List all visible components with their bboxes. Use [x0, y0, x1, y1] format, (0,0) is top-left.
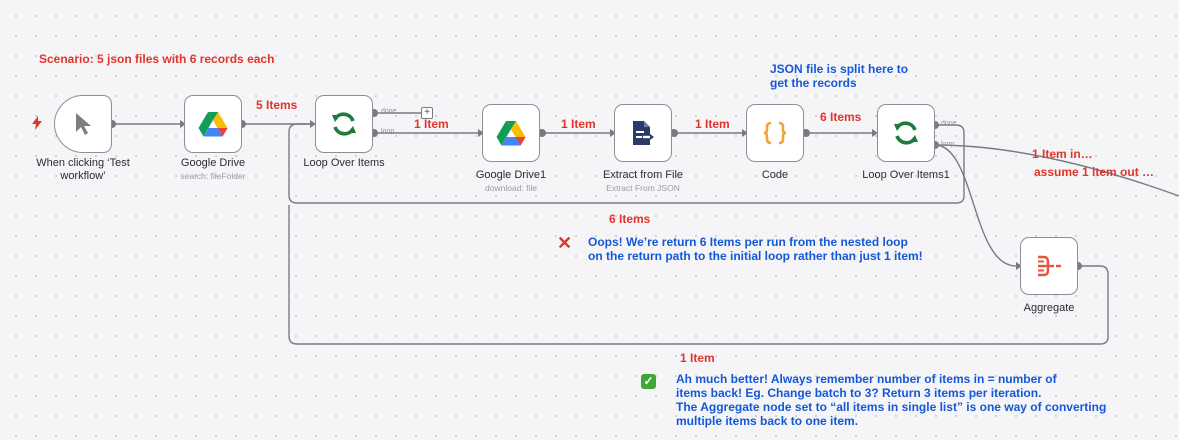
- loop-loop-port-label: loop: [381, 128, 395, 135]
- google-drive-label: Google Drive: [180, 157, 246, 169]
- trigger-node-label: When clicking ‘Test workflow’: [18, 157, 148, 183]
- aggregate-icon: [1038, 255, 1061, 277]
- split-note: JSON file is split here to get the recor…: [770, 62, 908, 90]
- item-in-note: 1 Item in…: [1032, 147, 1093, 161]
- edge-count-extract-to-code: 1 Item: [695, 117, 730, 131]
- aggregate-label: Aggregate: [1023, 302, 1075, 314]
- better-note-line: The Aggregate node set to “all items in …: [676, 400, 1107, 414]
- edge-count-code-to-loop1: 6 Items: [820, 110, 862, 124]
- loop-arrows-icon: [332, 112, 356, 136]
- oops-note: Oops! We’re return 6 Items per run from …: [588, 235, 923, 263]
- edge-count-aggregate-return: 1 Item: [680, 351, 715, 365]
- google-drive-node[interactable]: [184, 95, 242, 153]
- extract-from-file-label: Extract from File: [602, 169, 684, 181]
- better-note-line: Ah much better! Always remember number o…: [676, 372, 1057, 386]
- item-out-note: assume 1 item out …: [1034, 165, 1155, 179]
- edge-count-loop-to-drive1: 1 Item: [414, 117, 449, 131]
- split-note-line: JSON file is split here to: [770, 62, 909, 76]
- extract-from-file-sub: Extract From JSON: [606, 183, 680, 193]
- oops-note-line: on the return path to the initial loop r…: [588, 249, 923, 263]
- extract-from-file-node[interactable]: [614, 104, 672, 162]
- edge-count-drive-to-loop: 5 Items: [256, 98, 298, 112]
- lightning-bolt-icon: [32, 116, 42, 130]
- red-cross-icon: ✕: [557, 233, 573, 253]
- trigger-node[interactable]: [54, 95, 112, 153]
- loop-arrows-icon: [894, 121, 918, 145]
- green-checkmark-icon: ✓: [641, 374, 656, 389]
- google-drive1-label: Google Drive1: [475, 169, 547, 181]
- google-drive1-node[interactable]: [482, 104, 540, 162]
- loop-over-items1-label: Loop Over Items1: [862, 169, 950, 181]
- google-drive-icon: [496, 120, 526, 145]
- better-note-line: multiple items back to one item.: [676, 414, 859, 428]
- loop-over-items1-node[interactable]: [877, 104, 935, 162]
- better-note: Ah much better! Always remember number o…: [676, 372, 1106, 428]
- google-drive-sub: search: fileFolder: [180, 171, 246, 181]
- google-drive-icon: [198, 111, 228, 136]
- trigger-label-line: workflow’: [60, 170, 106, 182]
- loop-done-port-label: done: [381, 108, 397, 115]
- edge-count-drive1-to-extract: 1 Item: [561, 117, 596, 131]
- code-node[interactable]: [746, 104, 804, 162]
- loop-over-items-label: Loop Over Items: [303, 157, 385, 169]
- code-label: Code: [761, 169, 789, 181]
- google-drive1-sub: download: file: [485, 183, 537, 193]
- split-note-line: get the records: [770, 76, 857, 90]
- oops-note-line: Oops! We’re return 6 Items per run from …: [588, 235, 908, 249]
- loop1-loop-port-label: loop: [941, 141, 955, 148]
- add-node-button[interactable]: +: [421, 107, 433, 119]
- curly-braces-icon: [763, 121, 787, 145]
- loop-over-items-node[interactable]: [315, 95, 373, 153]
- edge-count-loop1-return: 6 Items: [609, 212, 651, 226]
- scenario-note: Scenario: 5 json files with 6 records ea…: [39, 52, 275, 66]
- cursor-icon: [76, 113, 91, 135]
- better-note-line: items back! Eg. Change batch to 3? Retur…: [676, 386, 1042, 400]
- loop1-done-port-label: done: [941, 120, 957, 127]
- trigger-label-line: When clicking ‘Test: [36, 157, 130, 169]
- file-extract-icon: [633, 121, 656, 145]
- aggregate-node[interactable]: [1020, 237, 1078, 295]
